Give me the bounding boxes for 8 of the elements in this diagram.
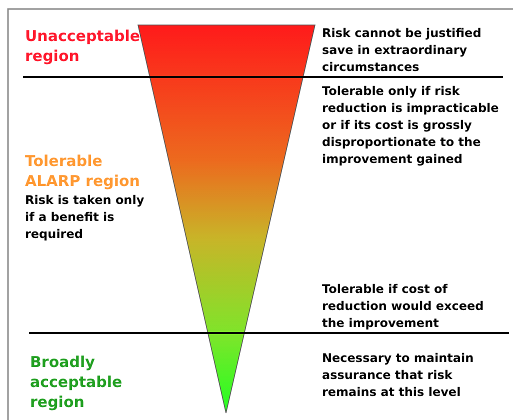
- region-description: Necessary to maintain assurance that risk remains at this level: [322, 350, 475, 401]
- region-description: Tolerable if cost of reduction would exceed the improvement: [322, 281, 485, 332]
- region-heading: Tolerable ALARP region: [25, 151, 141, 191]
- region-description: Risk cannot be justified save in extraordinary circumstances: [322, 25, 482, 76]
- region-heading: Broadly acceptable region: [30, 352, 124, 412]
- region-description: Risk is taken only if a benefit is required: [25, 192, 146, 243]
- region-heading: Unacceptable region: [25, 26, 142, 66]
- region-description: Tolerable only if risk reduction is impracticable or if its cost is grossly disproportionate to the improvement gained: [322, 83, 500, 168]
